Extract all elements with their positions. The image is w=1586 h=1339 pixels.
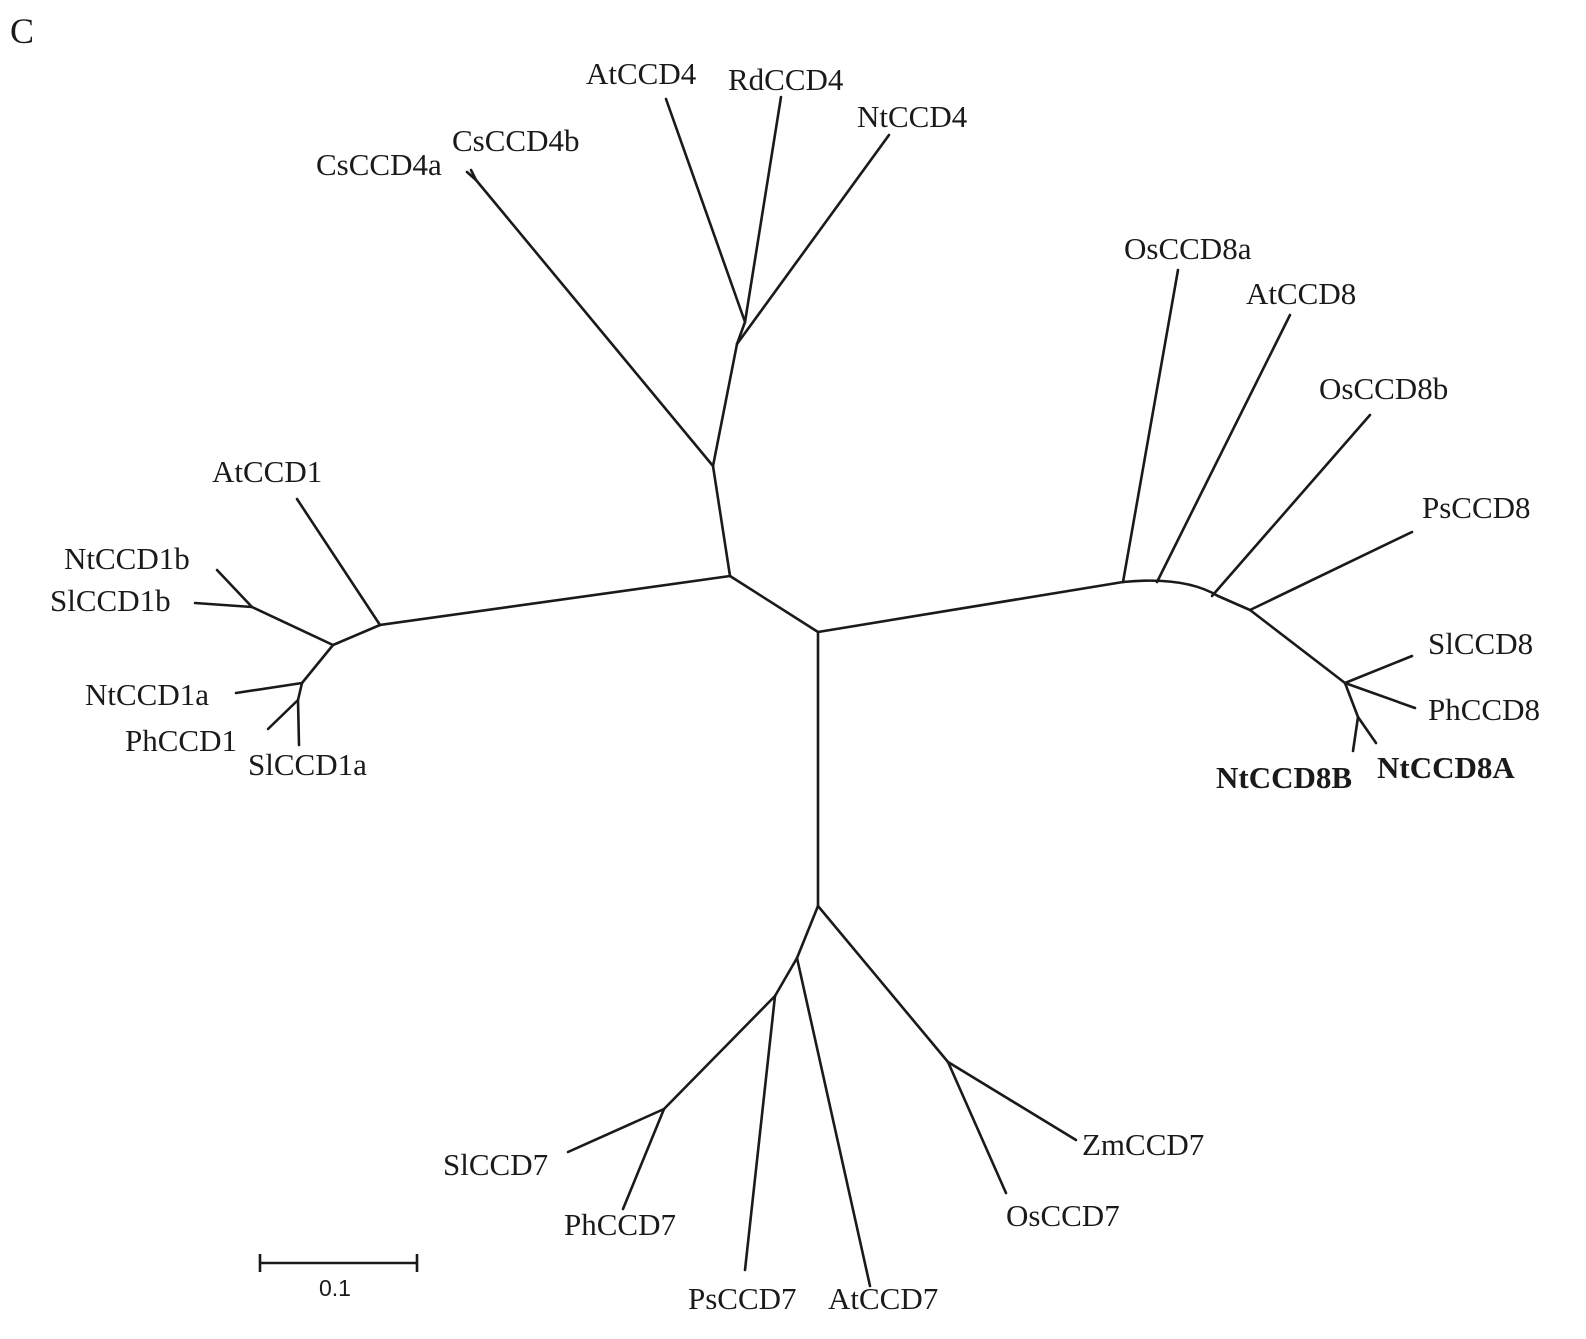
branch-ntccd1a: [234, 681, 304, 695]
branch-psccd8: [1248, 530, 1414, 612]
branch-ccd7-left-inner: [773, 956, 799, 998]
scale-bar: 0.1: [258, 1254, 419, 1301]
branch-center-ccd8: [816, 580, 1125, 634]
label-ntccd8a: NtCCD8A: [1377, 750, 1515, 785]
branch-atccd4: [664, 97, 747, 324]
label-atccd8: AtCCD8: [1246, 276, 1356, 311]
label-slccd7: SlCCD7: [443, 1147, 548, 1182]
label-phccd7: PhCCD7: [564, 1207, 676, 1242]
label-atccd4: AtCCD4: [586, 56, 697, 91]
branch-rdccd4: [743, 95, 783, 324]
branch-slccd8: [1343, 654, 1414, 685]
label-ntccd1b: NtCCD1b: [64, 541, 190, 576]
branch-phccd1-node: [296, 681, 304, 702]
branch-ccd7-right: [816, 904, 950, 1064]
branch-ntccd8a: [1356, 715, 1378, 745]
branch-solanaceae-ccd7: [662, 994, 777, 1111]
branch-phccd8: [1343, 681, 1417, 710]
label-ntccd1a: NtCCD1a: [85, 677, 209, 712]
branch-ntccd8-node: [1343, 681, 1360, 719]
label-csccd4b: CsCCD4b: [452, 123, 579, 158]
branch-csccd4b-tip: [469, 168, 478, 182]
label-osccd7: OsCCD7: [1006, 1198, 1120, 1233]
label-osccd8a: OsCCD8a: [1124, 231, 1252, 266]
label-atccd1: AtCCD1: [212, 454, 322, 489]
label-rdccd4: RdCCD4: [728, 62, 844, 97]
branch-phccd7: [621, 1107, 666, 1211]
scale-bar-label: 0.1: [319, 1275, 351, 1301]
branch-atccd1: [295, 497, 382, 627]
branch-ccd8-spine: [1121, 579, 1347, 685]
branch-slccd7: [566, 1107, 666, 1154]
branch-to-ccd1-clade: [378, 574, 732, 627]
branch-ccd1b-node: [250, 605, 335, 647]
branch-ccd4-inner: [711, 342, 739, 468]
branch-zmccd7: [946, 1060, 1078, 1142]
label-psccd8: PsCCD8: [1422, 490, 1531, 525]
branch-osccd7: [946, 1060, 1008, 1195]
label-phccd8: PhCCD8: [1428, 692, 1540, 727]
label-atccd7: AtCCD7: [828, 1281, 938, 1316]
branch-osccd8b: [1210, 413, 1372, 598]
branch-cs-ccd4: [474, 178, 715, 468]
label-osccd8b: OsCCD8b: [1319, 371, 1448, 406]
branch-ntccd1b: [215, 568, 254, 609]
branch-ccd7-left: [795, 904, 820, 960]
tree-branches: [193, 95, 1417, 1288]
panel-letter: C: [10, 11, 34, 51]
branch-psccd7: [743, 994, 777, 1272]
branch-to-ccd4-clade: [711, 464, 732, 578]
branch-atccd7: [795, 956, 872, 1288]
label-slccd1a: SlCCD1a: [248, 747, 367, 782]
branch-ntccd8b: [1351, 715, 1360, 753]
label-psccd7: PsCCD7: [688, 1281, 797, 1316]
branch-phccd1: [266, 698, 300, 731]
branch-slccd1b: [193, 601, 254, 609]
leaf-labels: AtCCD4 RdCCD4 NtCCD4 CsCCD4a CsCCD4b OsC…: [50, 56, 1540, 1316]
branch-ccd1a-node: [300, 643, 335, 685]
branch-slccd1a: [296, 698, 301, 747]
branch-center-ccd4-ccd1: [728, 574, 820, 634]
branch-atccd8: [1155, 313, 1292, 584]
branch-ccd1-inner: [331, 623, 382, 647]
label-zmccd7: ZmCCD7: [1082, 1127, 1204, 1162]
label-ntccd4: NtCCD4: [857, 99, 968, 134]
branch-ntccd4: [735, 133, 891, 346]
label-slccd1b: SlCCD1b: [50, 583, 171, 618]
label-csccd4a: CsCCD4a: [316, 147, 442, 182]
label-slccd8: SlCCD8: [1428, 626, 1533, 661]
branch-osccd8a: [1121, 268, 1180, 584]
label-ntccd8b: NtCCD8B: [1216, 760, 1352, 795]
label-phccd1: PhCCD1: [125, 723, 237, 758]
